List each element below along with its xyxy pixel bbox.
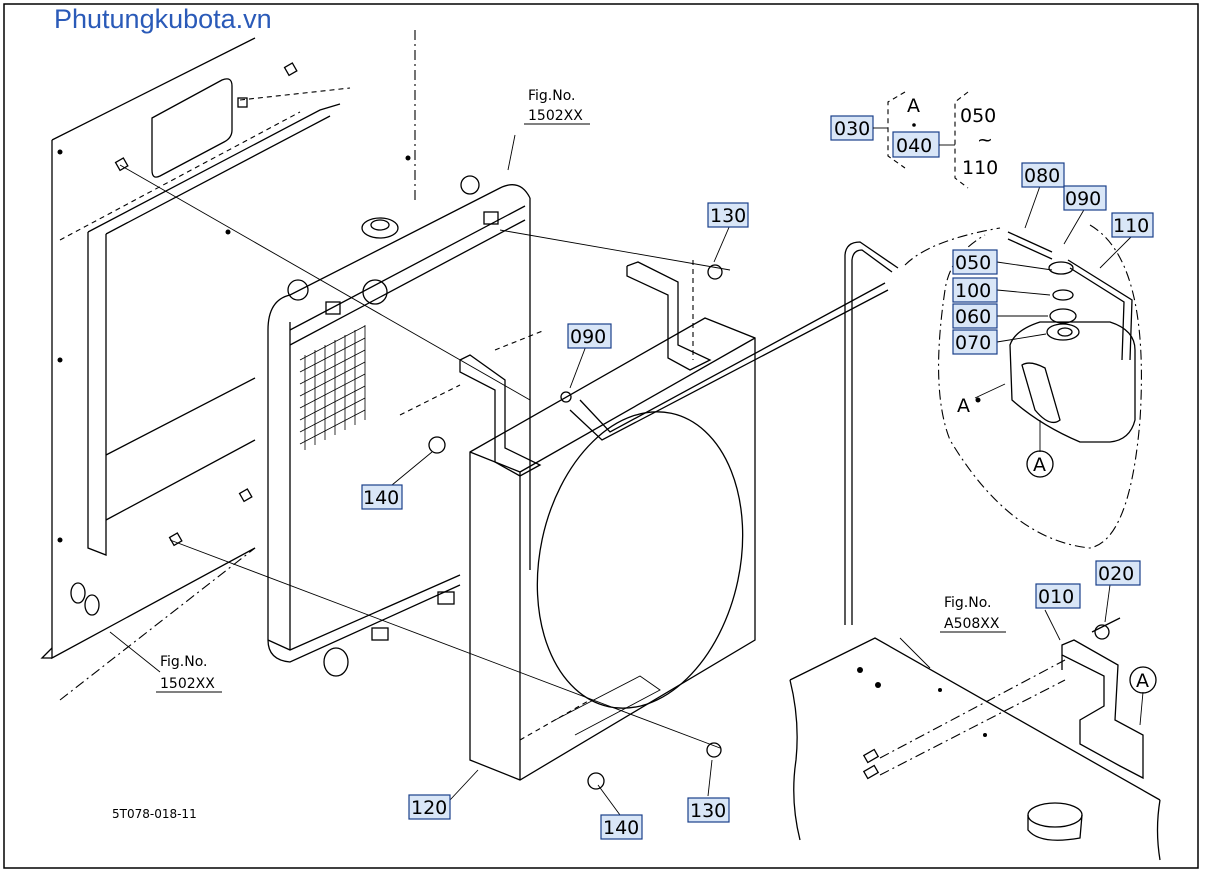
watermark-text: Phutungkubota.vn — [54, 4, 272, 34]
callout-080[interactable]: 080 — [1024, 165, 1060, 187]
callout-box — [830, 115, 874, 141]
view-markers: A A A — [957, 395, 1157, 694]
leader-lines — [59, 134, 1144, 816]
drawing-code: 5T078-018-11 — [112, 807, 197, 821]
callout-box — [952, 329, 998, 355]
shroud-panel — [40, 30, 416, 660]
fig-ref-bottom-left: Fig.No. 1502XX — [156, 654, 222, 693]
callout-box — [687, 797, 730, 823]
callout-090-right[interactable]: 090 — [1065, 188, 1101, 210]
overflow-hose — [569, 227, 1133, 625]
marker-a-circle-bracket-label: A — [1136, 670, 1149, 692]
radiator — [267, 175, 531, 677]
callout-box — [1095, 560, 1141, 586]
mounting-brackets — [459, 260, 712, 477]
reserve-tank — [938, 224, 1142, 549]
callout-box — [567, 323, 612, 349]
callout-130-top[interactable]: 130 — [710, 205, 746, 227]
callout-030[interactable]: 030 — [834, 118, 870, 140]
fig-ref-number: A508XX — [944, 616, 1000, 632]
callout-100[interactable]: 100 — [955, 280, 991, 302]
callout-box — [1063, 185, 1107, 211]
marker-a-pointer: A — [957, 395, 970, 417]
chassis — [789, 584, 1161, 861]
callout-050[interactable]: 050 — [955, 252, 991, 274]
radiator-fins — [299, 325, 366, 450]
callout-box — [1111, 212, 1154, 238]
legend-range-tilde: ~ — [977, 129, 993, 151]
fig-ref-label: Fig.No. — [944, 595, 992, 611]
callout-box — [952, 303, 998, 329]
fig-ref-top: Fig.No. 1502XX — [524, 88, 590, 125]
fig-ref-number: 1502XX — [160, 676, 215, 692]
fig-ref-right: Fig.No. A508XX — [940, 595, 1006, 633]
fig-ref-label: Fig.No. — [160, 654, 208, 670]
callout-040[interactable]: 040 — [896, 135, 932, 157]
fig-ref-number: 1502XX — [528, 108, 583, 124]
callout-010[interactable]: 010 — [1038, 586, 1074, 608]
marker-a-circle-tank — [1026, 450, 1054, 478]
callout-060[interactable]: 060 — [955, 306, 991, 328]
diagram-frame — [3, 3, 1199, 869]
marker-a-circle-bracket — [1129, 666, 1157, 694]
callout-box — [707, 202, 749, 228]
callout-box — [952, 249, 998, 275]
fig-ref-label: Fig.No. — [528, 88, 576, 104]
callout-140-bottom[interactable]: 140 — [603, 817, 639, 839]
legend-range-start: 050 — [960, 105, 996, 127]
hardware — [114, 62, 880, 790]
callout-box — [952, 277, 998, 303]
kit-legend: 030 A 040 050 ~ 110 — [830, 91, 998, 189]
callout-140-left[interactable]: 140 — [363, 487, 399, 509]
callout-box — [1021, 162, 1065, 188]
callout-box — [600, 814, 643, 840]
callout-box — [892, 131, 940, 158]
callouts: 130 090 140 120 140 130 080 090 110 050 … — [361, 162, 1154, 840]
callout-110[interactable]: 110 — [1113, 215, 1149, 237]
callout-130-bottom[interactable]: 130 — [690, 800, 726, 822]
marker-a-circle-tank-label: A — [1033, 454, 1046, 476]
callout-120[interactable]: 120 — [411, 797, 447, 819]
callout-box — [408, 794, 451, 820]
callout-box — [1035, 583, 1081, 609]
legend-letter-a: A — [907, 95, 920, 117]
callout-090-left[interactable]: 090 — [570, 326, 606, 348]
fan-shroud — [469, 317, 756, 781]
legend-range-end: 110 — [962, 157, 998, 179]
callout-020[interactable]: 020 — [1098, 563, 1134, 585]
callout-070[interactable]: 070 — [955, 332, 991, 354]
callout-box — [361, 484, 403, 510]
